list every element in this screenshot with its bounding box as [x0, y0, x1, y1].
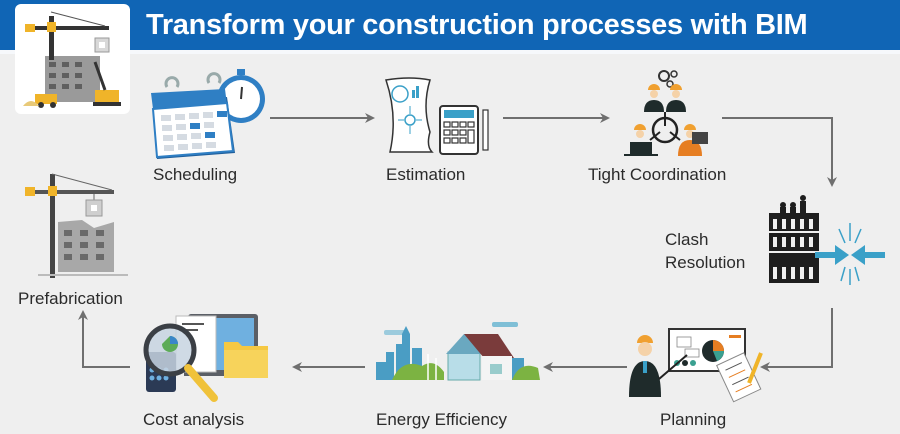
label-tight-coordination: Tight Coordination — [588, 165, 727, 184]
header-divider — [0, 50, 900, 54]
green-city-house-icon — [376, 322, 540, 381]
step-energy-efficiency — [372, 318, 544, 382]
step-estimation — [380, 76, 500, 158]
label-prefabrication: Prefabrication — [18, 289, 123, 308]
step-scheduling — [143, 63, 283, 163]
header-banner — [0, 0, 900, 50]
label-estimation: Estimation — [386, 165, 466, 184]
step-planning — [625, 325, 770, 405]
blueprint-calculator-icon — [385, 77, 489, 155]
label-clash-resolution-line2: Resolution — [665, 253, 746, 272]
label-clash-resolution-line1: Clash — [665, 230, 709, 249]
label-cost-analysis: Cost analysis — [143, 410, 245, 429]
page-title: Transform your construction processes wi… — [146, 9, 808, 41]
clash-building-icon — [769, 195, 885, 285]
step-clash-resolution — [765, 193, 890, 285]
calendar-stopwatch-icon — [151, 69, 265, 159]
label-planning: Planning — [660, 410, 727, 429]
magnifier-laptop-folder-icon — [143, 314, 268, 402]
label-energy-efficiency: Energy Efficiency — [376, 410, 508, 429]
crane-building-icon — [25, 173, 128, 278]
construction-crane-building-icon — [23, 11, 121, 108]
step-prefabrication — [22, 172, 132, 280]
team-coordination-icon — [624, 70, 708, 156]
step-tight-coordination — [620, 68, 716, 160]
engineer-presentation-icon — [629, 328, 763, 403]
logo-card — [15, 4, 130, 114]
label-scheduling: Scheduling — [153, 165, 238, 184]
step-cost-analysis — [140, 308, 285, 406]
